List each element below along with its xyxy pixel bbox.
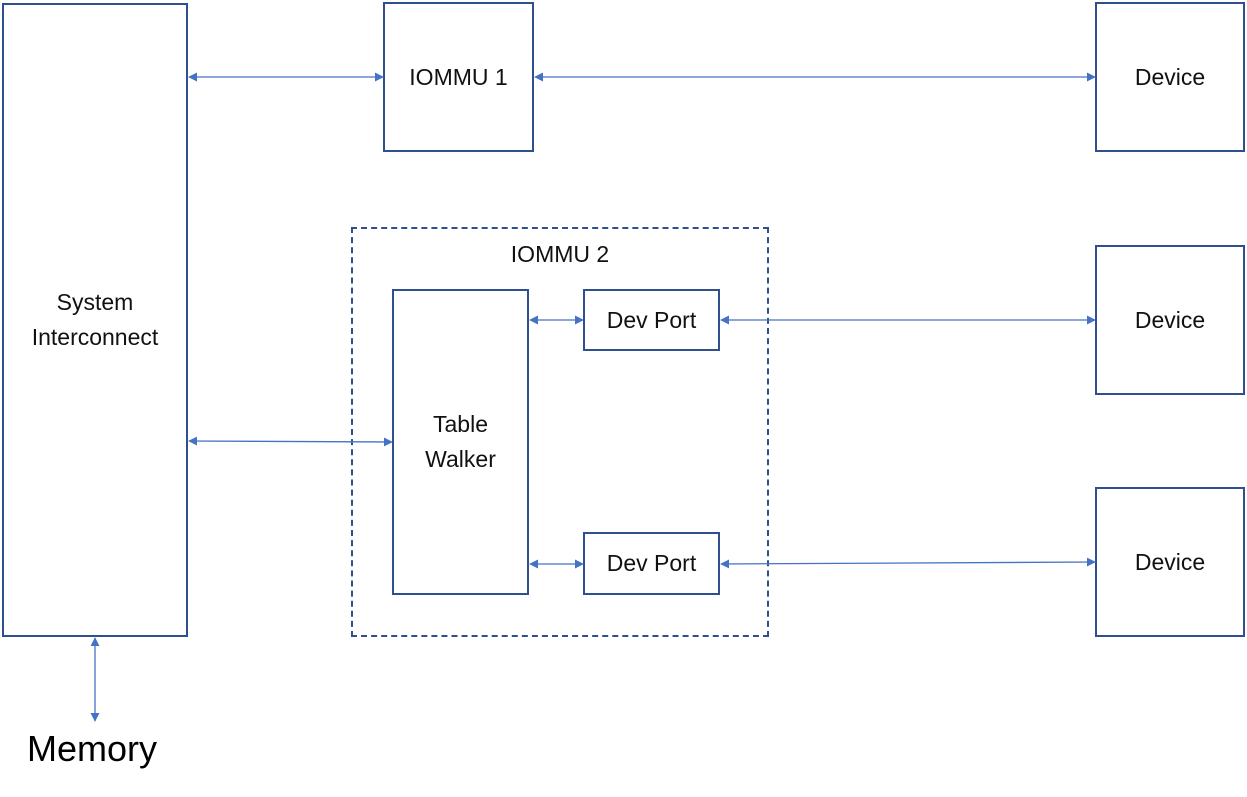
- device-bottom-box: Device: [1095, 487, 1245, 637]
- device-middle-label: Device: [1134, 306, 1206, 333]
- iommu1-box: IOMMU 1: [383, 2, 534, 152]
- system-interconnect-label: System Interconnect: [31, 289, 159, 350]
- dev-port-bottom-box: Dev Port: [583, 532, 720, 595]
- dev-port-top-label: Dev Port: [606, 306, 697, 333]
- table-walker-box: Table Walker: [392, 289, 529, 595]
- iommu1-label: IOMMU 1: [409, 63, 508, 90]
- device-middle-box: Device: [1095, 245, 1245, 395]
- iommu2-container: IOMMU 2: [351, 227, 769, 637]
- device-top-box: Device: [1095, 2, 1245, 152]
- system-interconnect-box: System Interconnect: [2, 3, 188, 637]
- interconnect-tablewalker-arrow: [188, 436, 393, 447]
- memory-label: Memory: [27, 728, 158, 769]
- iommu2-label: IOMMU 2: [510, 241, 610, 267]
- dev-port-bottom-label: Dev Port: [606, 550, 697, 576]
- device-top-label: Device: [1134, 63, 1206, 90]
- devport-bottom-device-arrow: [720, 557, 1096, 569]
- dev-port-top-box: Dev Port: [583, 289, 720, 351]
- table-walker-label: Table Walker: [425, 411, 496, 472]
- device-bottom-label: Device: [1134, 548, 1206, 575]
